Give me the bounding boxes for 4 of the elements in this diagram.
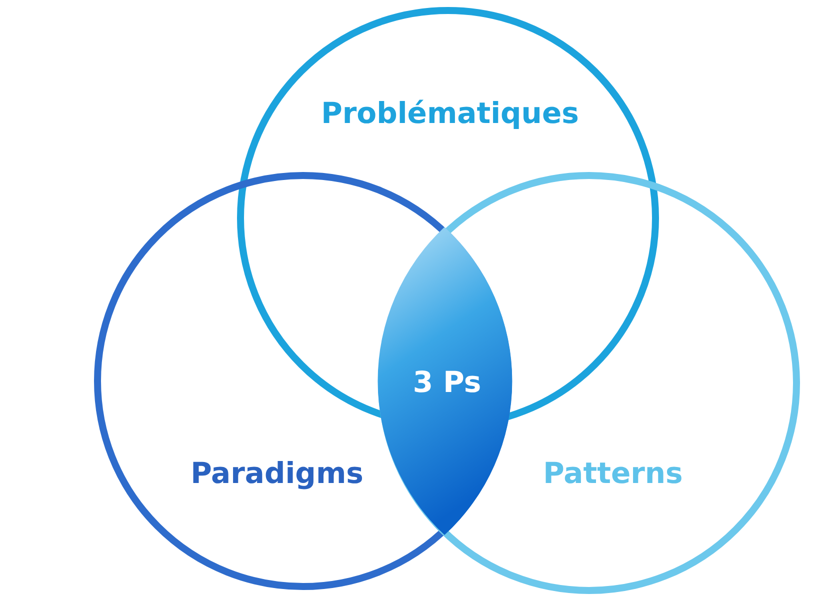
- circle-label: Patterns: [543, 456, 683, 490]
- circle-label: Paradigms: [190, 456, 364, 490]
- circle-label: Problématiques: [321, 96, 579, 130]
- center-label: 3 Ps: [412, 365, 482, 399]
